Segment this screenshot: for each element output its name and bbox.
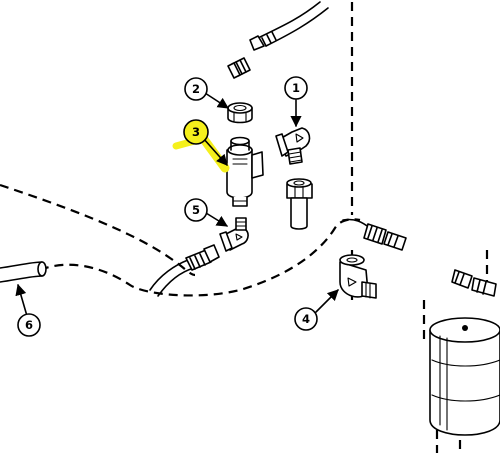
part-2-nut [227, 102, 253, 124]
upper-hose-fitting [249, 1, 329, 51]
callout-5: 5 [184, 198, 208, 222]
callout-3: 3 [183, 119, 209, 145]
callout-5-label: 5 [192, 203, 200, 217]
part-3-valve-body [226, 136, 264, 207]
callout-2-label: 2 [192, 82, 200, 96]
callout-4-label: 4 [302, 312, 310, 326]
hex-adapter [286, 178, 313, 230]
part-4-elbow [339, 254, 377, 299]
part-5-small-elbow [219, 217, 249, 252]
callout-6: 6 [17, 313, 41, 337]
callout-3-label: 3 [192, 125, 200, 139]
right-edge-fitting [451, 269, 497, 297]
callout-1: 1 [284, 76, 308, 100]
right-hose-fitting [342, 218, 407, 251]
callout-2: 2 [184, 77, 208, 101]
callout-1-label: 1 [292, 81, 300, 95]
callout-6-label: 6 [25, 318, 33, 332]
small-nipple-fitting [227, 57, 251, 79]
left-hose-fitting [149, 244, 220, 297]
part-1-elbow [275, 127, 311, 165]
callout-4: 4 [294, 307, 318, 331]
part-6-hose-end [0, 261, 47, 283]
callout-leaders [15, 92, 339, 317]
canister [429, 317, 500, 436]
